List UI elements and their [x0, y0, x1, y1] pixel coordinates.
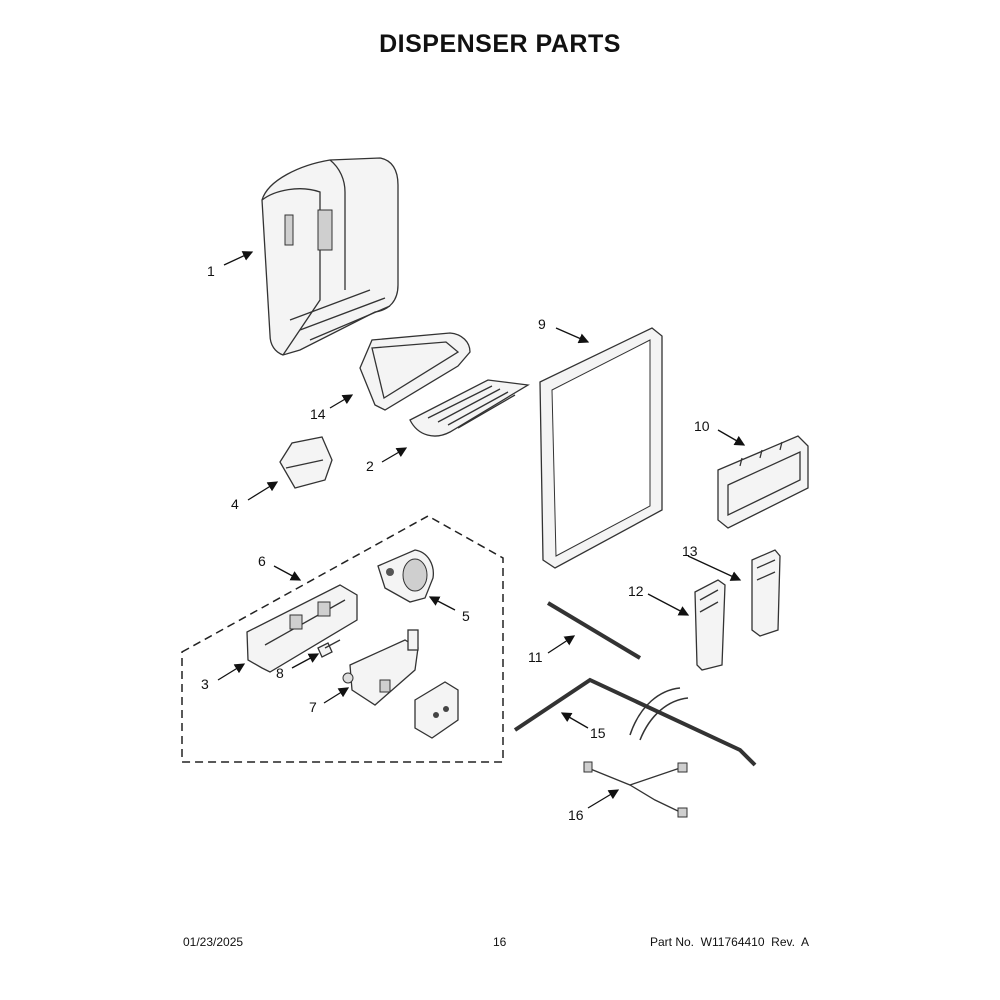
- callout-1: 1: [207, 263, 215, 279]
- part-14-drip-tray-frame: [359, 332, 471, 411]
- callout-8: 8: [276, 665, 284, 681]
- part-15-tubing: [513, 677, 757, 767]
- arrow-2: [381, 447, 408, 463]
- arrow-6: [273, 565, 302, 581]
- part-1-dispenser-housing: [261, 157, 399, 356]
- part-3-bracket: [246, 584, 358, 673]
- callout-13: 13: [682, 543, 698, 559]
- arrow-12: [647, 593, 690, 616]
- callout-12: 12: [628, 583, 644, 599]
- part-16-wire-harness: [583, 761, 688, 818]
- callout-3: 3: [201, 676, 209, 692]
- part-12-switch-pad: [694, 579, 726, 671]
- part-4-ice-chute: [279, 436, 333, 489]
- part-8-screw: [317, 639, 341, 658]
- arrow-16: [587, 789, 620, 809]
- part-11-rod: [546, 601, 642, 660]
- arrow-9: [555, 327, 590, 344]
- arrow-14: [329, 394, 354, 409]
- callout-4: 4: [231, 496, 239, 512]
- part-9-frame: [539, 327, 663, 569]
- arrow-3: [217, 663, 246, 681]
- footer-date: 01/23/2025: [183, 935, 244, 949]
- callout-16: 16: [568, 807, 584, 823]
- callout-arrows: [217, 251, 746, 809]
- page-title: DISPENSER PARTS: [379, 30, 621, 58]
- arrow-10: [717, 429, 746, 446]
- arrow-1: [223, 251, 254, 266]
- arrow-5: [428, 596, 456, 611]
- part-5-motor: [377, 549, 434, 603]
- footer-page-number: 16: [493, 935, 507, 949]
- arrow-8: [291, 653, 320, 669]
- callout-15: 15: [590, 725, 606, 741]
- callout-9: 9: [538, 316, 546, 332]
- callout-5: 5: [462, 608, 470, 624]
- arrow-7: [323, 687, 350, 704]
- part-7-solenoid: [342, 629, 419, 706]
- callout-10: 10: [694, 418, 710, 434]
- part-10-control-housing: [717, 435, 809, 529]
- callout-6: 6: [258, 553, 266, 569]
- kit-boundary-dashed: [181, 515, 504, 763]
- arrow-13: [687, 555, 742, 581]
- footer-part-number: Part No. W11764410 Rev. A: [650, 935, 809, 949]
- arrow-15: [560, 712, 589, 729]
- callout-7: 7: [309, 699, 317, 715]
- part-2-drip-tray-grille: [409, 379, 530, 437]
- callout-2: 2: [366, 458, 374, 474]
- arrow-4: [247, 481, 279, 501]
- callout-11: 11: [528, 649, 543, 665]
- part-13-switch-pad: [751, 549, 781, 637]
- part-7-cover: [414, 681, 459, 739]
- arrow-11: [547, 635, 576, 654]
- callout-14: 14: [310, 406, 326, 422]
